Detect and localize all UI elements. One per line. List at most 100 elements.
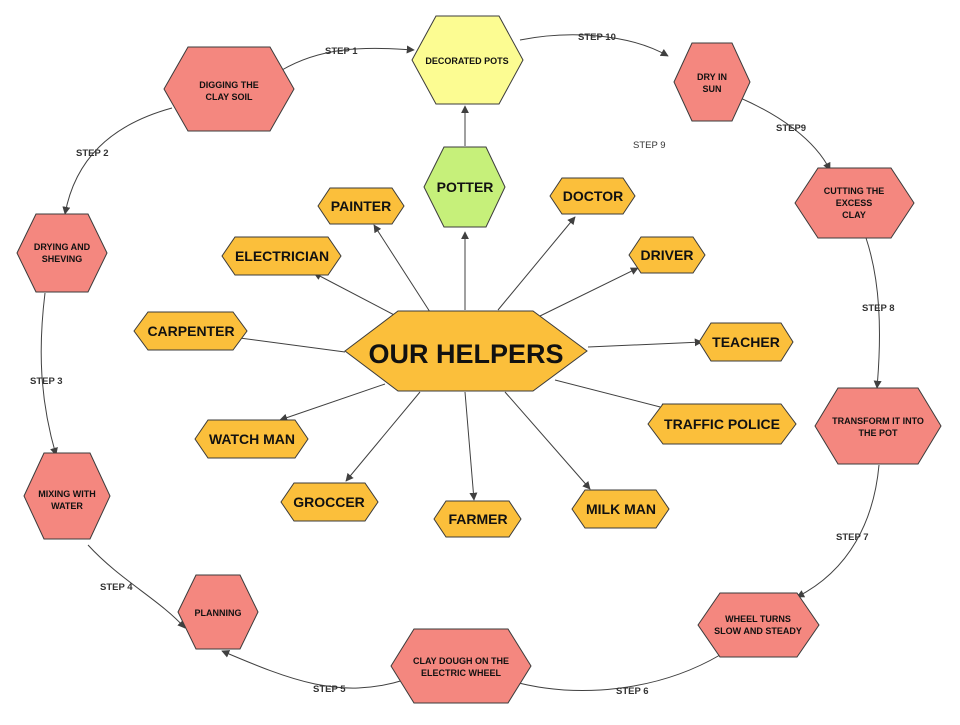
helper-milkman: MILK MAN — [571, 489, 670, 529]
step-label-10: STEP 10 — [578, 32, 616, 43]
traffic-hexagon — [647, 403, 797, 445]
traffic-label: TRAFFIC POLICE — [664, 416, 780, 432]
teacher-hexagon — [698, 322, 794, 362]
farmer-hexagon — [433, 500, 522, 538]
painter-label: PAINTER — [331, 198, 391, 214]
edge-painter — [373, 224, 431, 313]
process-transform: TRANSFORM IT INTO THE POT — [814, 387, 942, 465]
driver-label: DRIVER — [641, 247, 694, 263]
digging-label-line2: CLAY SOIL — [205, 92, 253, 102]
cutting-label-line2: EXCESS — [836, 198, 873, 208]
process-planning: PLANNING — [177, 574, 259, 650]
process-wheel: WHEEL TURNS SLOW AND STEADY — [697, 592, 820, 658]
cutting-label-line1: CUTTING THE — [824, 186, 885, 196]
wheel-label-line2: SLOW AND STEADY — [714, 626, 802, 636]
cutting-label-line3: CLAY — [842, 210, 866, 220]
cutting-hexagon — [794, 167, 915, 239]
potter-node: POTTER — [423, 146, 506, 228]
step-labels: STEP 1 STEP 10 STEP9 STEP 9 STEP 8 STEP … — [30, 32, 895, 697]
edge-teacher — [587, 338, 703, 348]
edge-step7 — [796, 464, 880, 598]
edge-step4 — [87, 544, 186, 629]
electrician-hexagon — [221, 236, 342, 276]
step-label-4: STEP 4 — [100, 582, 133, 593]
process-drying: DRYING AND SHEVING — [16, 213, 108, 293]
clay-dough-label-line2: ELECTRIC WHEEL — [421, 668, 502, 678]
helper-doctor: DOCTOR — [549, 177, 636, 215]
step-label-5: STEP 5 — [313, 684, 346, 695]
helper-electrician: ELECTRICIAN — [221, 236, 342, 276]
helper-watchman: WATCH MAN — [194, 419, 309, 459]
milkman-label: MILK MAN — [586, 501, 656, 517]
edge-step8 — [865, 237, 882, 389]
step-label-2: STEP 2 — [76, 148, 109, 159]
wheel-label-line1: WHEEL TURNS — [725, 614, 791, 624]
process-cutting: CUTTING THE EXCESS CLAY — [794, 167, 915, 239]
drying-label-line2: SHEVING — [42, 254, 83, 264]
edge-grocer — [345, 391, 421, 482]
driver-hexagon — [628, 236, 706, 274]
center-node: OUR HELPERS — [344, 310, 588, 392]
center-label: OUR HELPERS — [368, 339, 563, 369]
teacher-label: TEACHER — [712, 334, 780, 350]
edge-doctor — [497, 216, 576, 311]
helper-carpenter: CARPENTER — [133, 311, 248, 351]
digging-label-line1: DIGGING THE — [199, 80, 259, 90]
edge-step10 — [519, 34, 669, 57]
grocer-label: GROCCER — [293, 494, 365, 510]
mixing-label-line2: WATER — [51, 501, 83, 511]
edge-milkman — [504, 391, 591, 490]
edge-step9 — [737, 96, 831, 171]
milkman-hexagon — [571, 489, 670, 529]
edge-step1 — [281, 45, 415, 71]
process-connectors — [40, 34, 882, 691]
planning-hexagon — [177, 574, 259, 650]
drying-label-line1: DRYING AND — [34, 242, 91, 252]
transform-label-line1: TRANSFORM IT INTO — [832, 416, 924, 426]
helper-driver: DRIVER — [628, 236, 706, 274]
edge-traffic — [554, 379, 669, 412]
planning-label: PLANNING — [195, 608, 242, 618]
edge-carpenter — [231, 333, 346, 353]
step-label-6: STEP 6 — [616, 686, 649, 697]
process-decorated-pots: DECORATED POTS — [411, 15, 524, 105]
potter-hexagon — [423, 146, 506, 228]
helper-traffic: TRAFFIC POLICE — [647, 403, 797, 445]
edge-step5 — [221, 650, 405, 689]
center-connectors — [231, 105, 703, 501]
carpenter-label: CARPENTER — [147, 323, 234, 339]
dry-in-sun-hexagon — [673, 42, 751, 122]
electrician-label: ELECTRICIAN — [235, 248, 329, 264]
step-label-3: STEP 3 — [30, 376, 63, 387]
digging-hexagon — [163, 46, 295, 132]
watchman-label: WATCH MAN — [209, 431, 295, 447]
clay-dough-label-line1: CLAY DOUGH ON THE — [413, 656, 509, 666]
edge-watchman — [279, 383, 386, 422]
potter-label: POTTER — [437, 179, 494, 195]
drying-hexagon — [16, 213, 108, 293]
step-label-8: STEP 8 — [862, 303, 895, 314]
step-label-7: STEP 7 — [836, 532, 869, 543]
carpenter-hexagon — [133, 311, 248, 351]
decorated-pots-label: DECORATED POTS — [425, 56, 508, 66]
mixing-hexagon — [23, 452, 111, 540]
step-label-9: STEP9 — [776, 123, 806, 134]
watchman-hexagon — [194, 419, 309, 459]
mixing-label-line1: MIXING WITH — [38, 489, 96, 499]
process-clay-dough: CLAY DOUGH ON THE ELECTRIC WHEEL — [390, 628, 532, 704]
helper-grocer: GROCCER — [280, 482, 379, 522]
painter-hexagon — [317, 187, 405, 225]
transform-hexagon — [814, 387, 942, 465]
doctor-label: DOCTOR — [563, 188, 623, 204]
clay-dough-hexagon — [390, 628, 532, 704]
farmer-label: FARMER — [448, 511, 507, 527]
decorated-pots-hexagon — [411, 15, 524, 105]
edge-step2 — [62, 107, 173, 215]
helper-teacher: TEACHER — [698, 322, 794, 362]
edge-electrician — [313, 272, 401, 319]
helper-farmer: FARMER — [433, 500, 522, 538]
edge-step6 — [510, 654, 721, 691]
step-label-9-floating: STEP 9 — [633, 140, 666, 151]
doctor-hexagon — [549, 177, 636, 215]
